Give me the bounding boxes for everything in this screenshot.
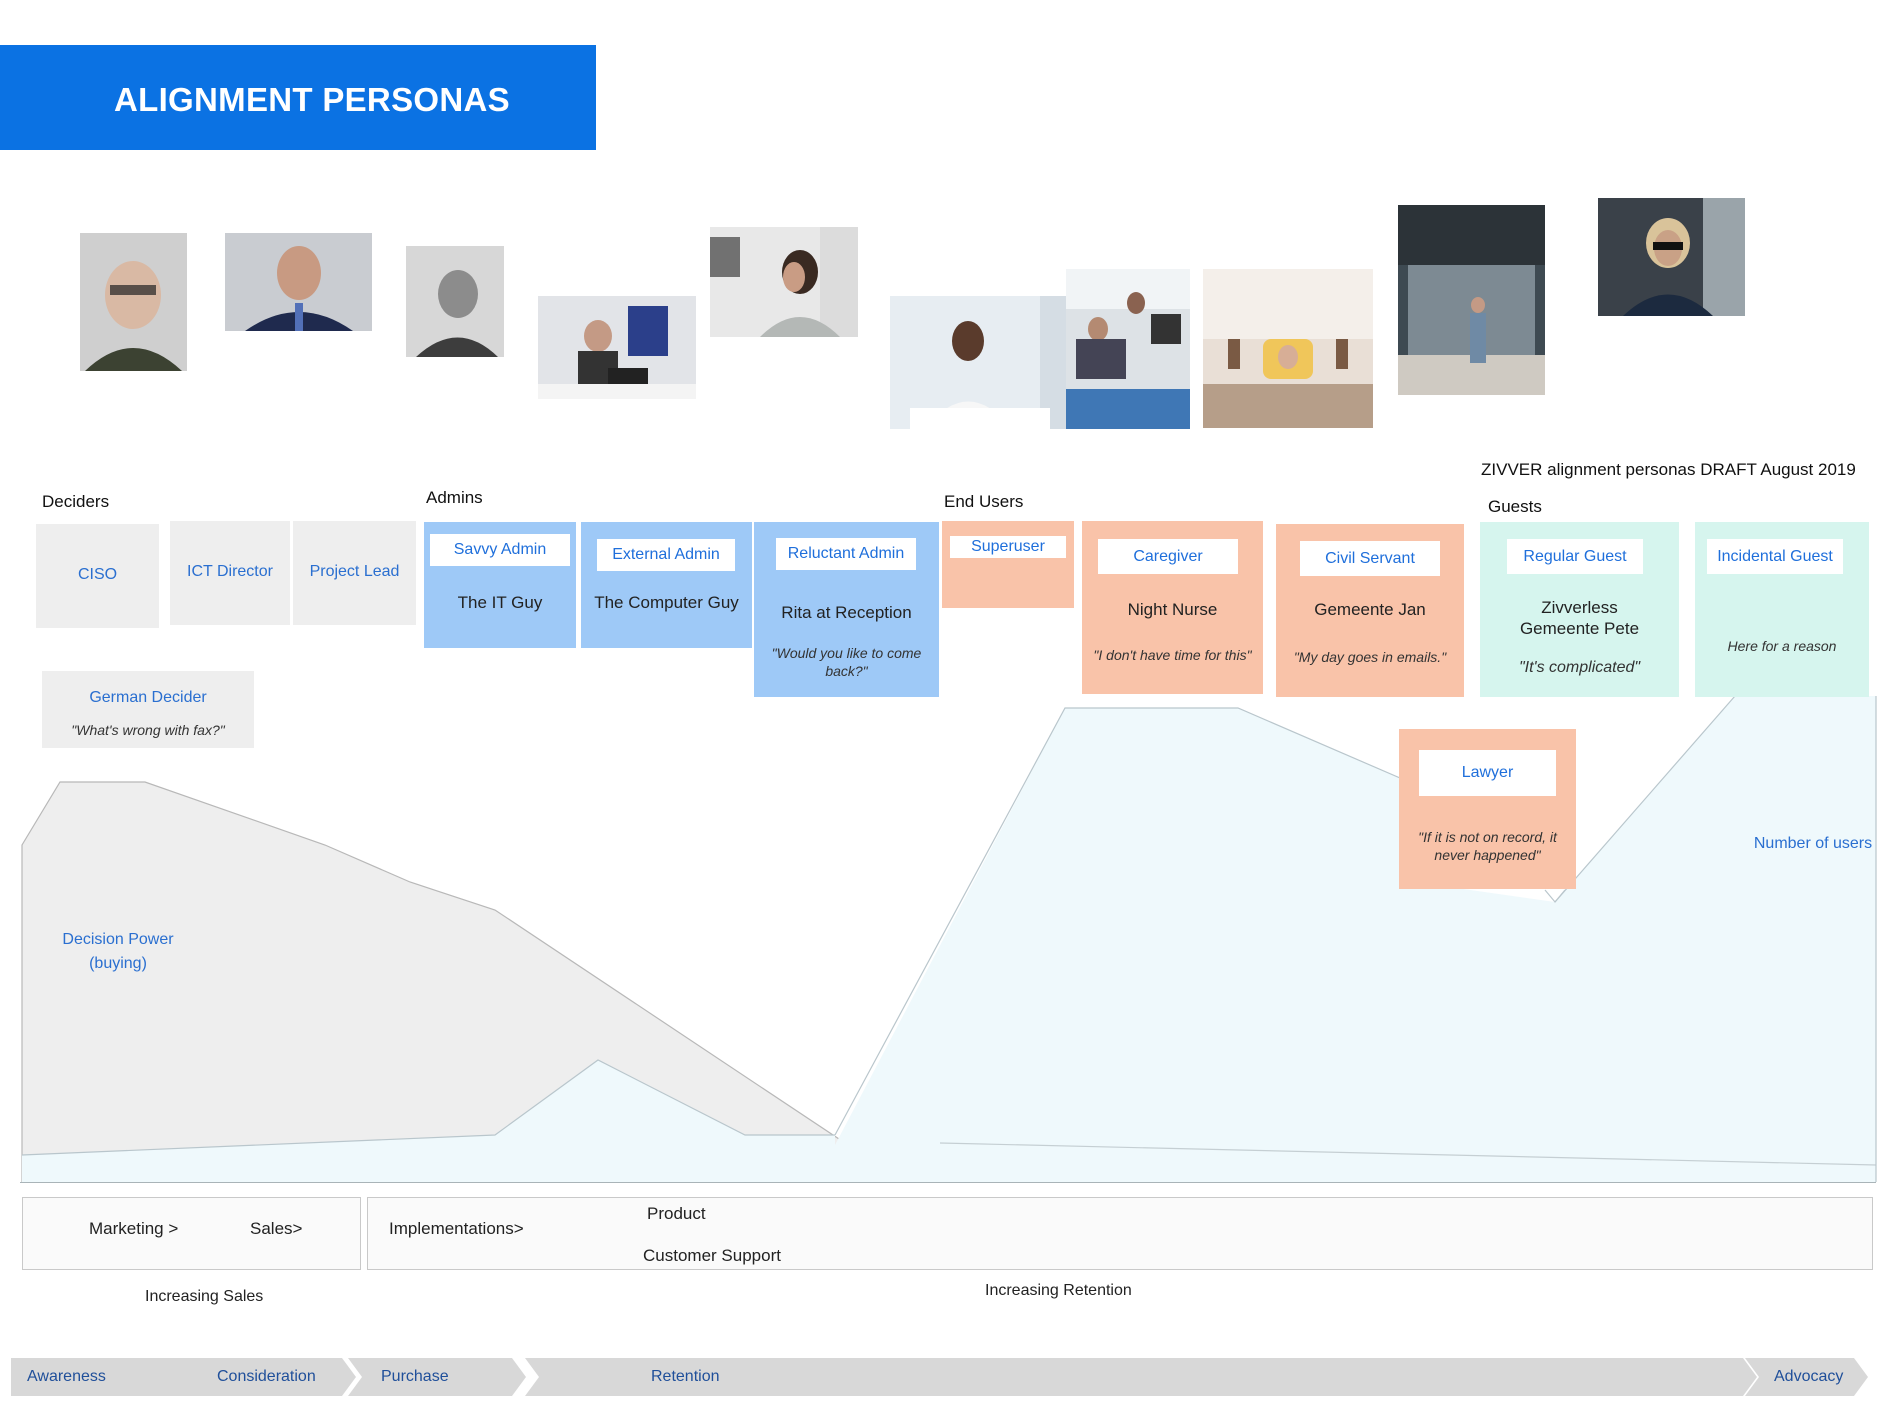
card-savvy-admin: Savvy Admin The IT Guy bbox=[424, 522, 576, 648]
stage-label: Retention bbox=[651, 1368, 720, 1385]
stage-retention: Retention bbox=[525, 1358, 1757, 1396]
card-role: Incidental Guest bbox=[1707, 539, 1843, 574]
number-of-users-label: Number of users bbox=[1753, 835, 1873, 852]
card-quote: "It's complicated" bbox=[1518, 659, 1641, 676]
card-german-decider: German Decider "What's wrong with fax?" bbox=[42, 671, 254, 748]
stage-label: Awareness bbox=[27, 1368, 106, 1385]
baseline-line bbox=[939, 1142, 1877, 1166]
card-quote: "Would you like to come back?" bbox=[771, 645, 922, 679]
card-persona-name: The Computer Guy bbox=[594, 593, 739, 612]
band-product: Product bbox=[647, 1204, 706, 1223]
card-reluctant-admin: Reluctant Admin Rita at Reception "Would… bbox=[754, 522, 939, 697]
stage-label: Advocacy bbox=[1774, 1368, 1844, 1385]
number-of-users-area bbox=[22, 696, 1876, 1182]
number-of-users-line-2 bbox=[1554, 695, 1736, 903]
card-role: Civil Servant bbox=[1300, 541, 1440, 576]
card-persona-name: The IT Guy bbox=[457, 593, 543, 612]
card-ict-director: ICT Director bbox=[170, 521, 290, 625]
number-of-users-line bbox=[834, 707, 1401, 1136]
card-external-admin: External Admin The Computer Guy bbox=[581, 522, 752, 648]
stage-awareness: Awareness bbox=[11, 1358, 195, 1396]
photo-ciso bbox=[80, 233, 187, 371]
photo-caregiver bbox=[890, 296, 1090, 429]
decision-power-area bbox=[21, 781, 846, 1183]
photo-regular-guest bbox=[1398, 205, 1545, 395]
photo-project-lead bbox=[406, 246, 504, 357]
card-persona-name: Gemeente Jan bbox=[1314, 600, 1426, 619]
band-implementations: Implementations> bbox=[389, 1219, 524, 1238]
band-marketing: Marketing > bbox=[89, 1219, 179, 1238]
page-title-banner: ALIGNMENT PERSONAS bbox=[0, 45, 596, 150]
stage-label: Purchase bbox=[381, 1368, 449, 1385]
card-quote: "My day goes in emails." bbox=[1293, 649, 1447, 665]
card-persona-name: Night Nurse bbox=[1127, 600, 1218, 619]
photo-civil-servant bbox=[1203, 269, 1373, 428]
card-superuser: Superuser bbox=[942, 521, 1074, 608]
increasing-retention-label: Increasing Retention bbox=[985, 1282, 1132, 1299]
card-regular-guest: Regular Guest Zivverless Gemeente Pete "… bbox=[1480, 522, 1679, 697]
card-role: ICT Director bbox=[187, 563, 273, 580]
group-label-guests: Guests bbox=[1488, 497, 1542, 516]
card-role: Reluctant Admin bbox=[776, 538, 916, 570]
card-lawyer: Lawyer "If it is not on record, it never… bbox=[1399, 729, 1576, 889]
card-ciso: CISO bbox=[36, 524, 159, 628]
card-persona-name: Rita at Reception bbox=[781, 603, 912, 622]
photo-superuser-office bbox=[1066, 269, 1190, 429]
stage-label: Consideration bbox=[217, 1368, 316, 1385]
page-title: ALIGNMENT PERSONAS bbox=[114, 81, 510, 118]
stage-advocacy: Advocacy bbox=[1745, 1358, 1868, 1396]
card-persona-name: Zivverless Gemeente Pete bbox=[1519, 598, 1640, 638]
card-incidental-guest: Incidental Guest Here for a reason bbox=[1695, 522, 1869, 697]
card-role: Caregiver bbox=[1098, 539, 1238, 574]
stage-consideration: Consideration bbox=[180, 1358, 356, 1396]
card-caregiver: Caregiver Night Nurse "I don't have time… bbox=[1082, 521, 1263, 694]
photo-incidental-guest bbox=[1598, 198, 1745, 316]
group-label-deciders: Deciders bbox=[42, 492, 110, 511]
card-role: Superuser bbox=[950, 536, 1066, 558]
band-customer-support: Customer Support bbox=[643, 1246, 781, 1265]
card-role: Project Lead bbox=[309, 563, 400, 580]
card-role: External Admin bbox=[597, 539, 735, 571]
diagram-frame bbox=[20, 1182, 1876, 1183]
decision-power-label: Decision Power (buying) bbox=[62, 931, 174, 972]
card-project-lead: Project Lead bbox=[293, 521, 416, 625]
card-quote: "I don't have time for this" bbox=[1093, 647, 1252, 663]
card-role: CISO bbox=[77, 566, 118, 583]
card-role: German Decider bbox=[89, 689, 207, 706]
photo-savvy-admin bbox=[538, 296, 696, 399]
group-label-admins: Admins bbox=[426, 488, 483, 507]
sales-band bbox=[22, 1197, 361, 1270]
document-caption: ZIVVER alignment personas DRAFT August 2… bbox=[1481, 460, 1856, 479]
group-label-end-users: End Users bbox=[944, 492, 1024, 511]
photo-ict-director bbox=[225, 233, 372, 331]
card-role: Lawyer bbox=[1419, 750, 1556, 796]
increasing-sales-label: Increasing Sales bbox=[145, 1288, 264, 1305]
card-civil-servant: Civil Servant Gemeente Jan "My day goes … bbox=[1276, 524, 1464, 697]
number-of-users-line-3 bbox=[1544, 889, 1566, 903]
card-role: Regular Guest bbox=[1507, 539, 1643, 574]
card-quote: "If it is not on record, it never happen… bbox=[1418, 829, 1557, 863]
band-sales: Sales> bbox=[250, 1219, 303, 1238]
stage-purchase: Purchase bbox=[348, 1358, 526, 1396]
retention-band bbox=[367, 1197, 1873, 1270]
retention-peak-line bbox=[21, 1059, 835, 1156]
card-quote: Here for a reason bbox=[1727, 638, 1837, 654]
card-role: Savvy Admin bbox=[430, 534, 570, 566]
photo-external-admin bbox=[710, 227, 858, 337]
card-quote: "What's wrong with fax?" bbox=[71, 722, 225, 738]
